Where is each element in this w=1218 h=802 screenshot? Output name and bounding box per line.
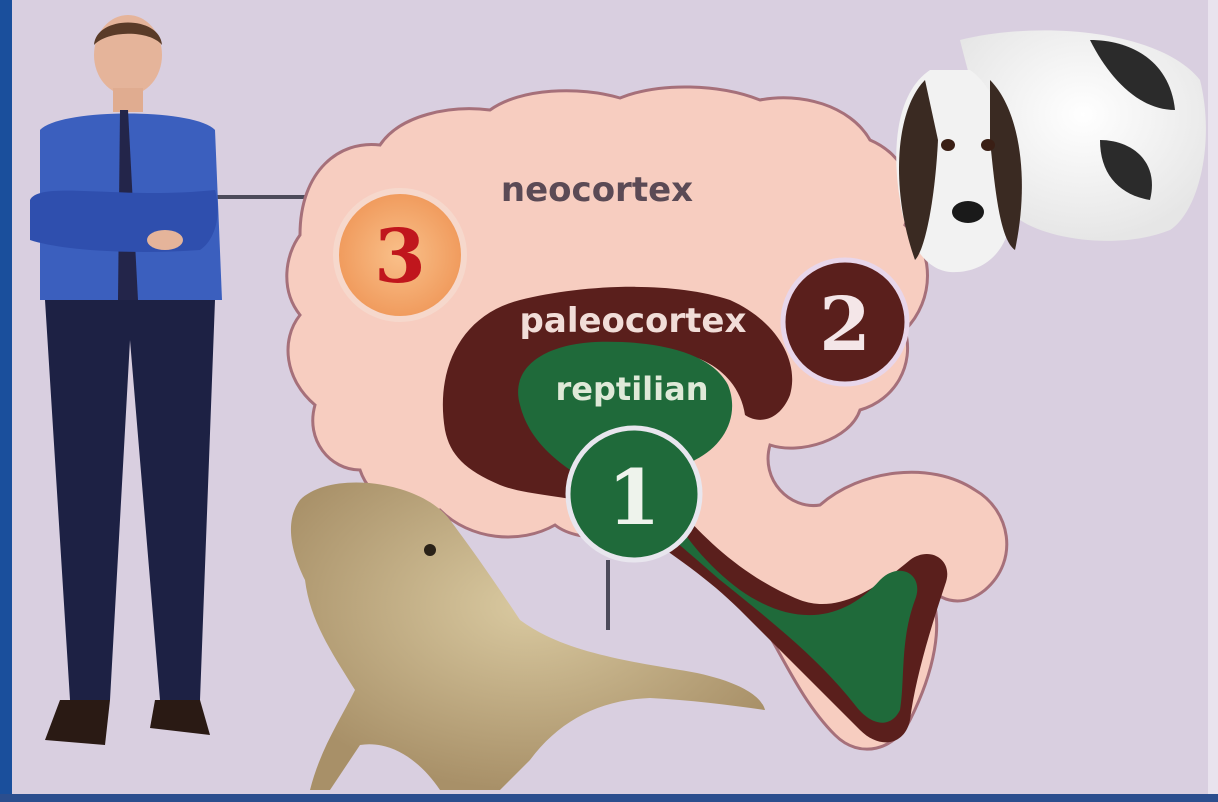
marker-two-number: 2 [819, 282, 871, 368]
neocortex-label: neocortex [501, 170, 693, 210]
brain-diagram: neocortex paleocortex reptilian 3 2 1 [12, 0, 1208, 794]
man-figure [30, 15, 222, 745]
dog-figure [896, 30, 1206, 272]
reptilian-label: reptilian [556, 370, 709, 408]
marker-one-number: 1 [608, 453, 661, 542]
bottom-frame-edge [0, 794, 1218, 802]
diagram-canvas: neocortex paleocortex reptilian 3 2 1 [12, 0, 1208, 794]
marker-three: 3 [336, 191, 464, 319]
marker-one: 1 [568, 428, 700, 560]
right-frame-edge [1208, 0, 1218, 802]
marker-two: 2 [783, 260, 907, 384]
marker-three-number: 3 [374, 214, 426, 300]
paleocortex-label: paleocortex [520, 301, 747, 341]
